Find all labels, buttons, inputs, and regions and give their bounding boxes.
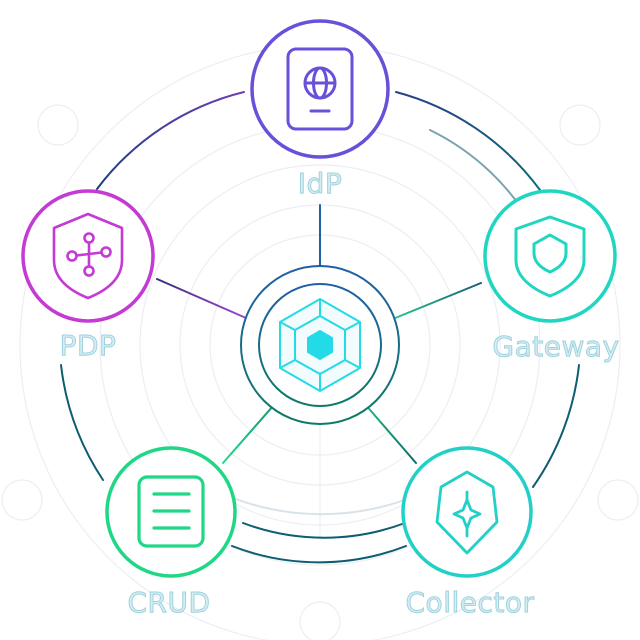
idp-label: IdP — [297, 167, 343, 200]
collector-label: Collector — [405, 586, 535, 619]
node-crud[interactable] — [105, 446, 237, 578]
node-gateway[interactable] — [483, 189, 617, 323]
node-pdp[interactable] — [21, 189, 155, 323]
pdp-label: PDP — [59, 329, 117, 362]
spokes — [156, 204, 482, 464]
shield-network-icon — [52, 212, 124, 300]
hexagon-web-icon — [279, 298, 361, 392]
document-lines-icon — [137, 475, 205, 548]
outer-ring — [60, 91, 580, 564]
shield-icon — [514, 215, 586, 298]
passport-globe-icon — [286, 47, 354, 131]
node-collector[interactable] — [401, 446, 533, 578]
hub[interactable] — [240, 265, 400, 425]
crud-label: CRUD — [127, 586, 211, 619]
hex-sparkle-icon — [435, 470, 499, 555]
spoke-pdp — [156, 278, 263, 326]
node-idp[interactable] — [250, 19, 390, 159]
gateway-label: Gateway — [492, 330, 620, 363]
